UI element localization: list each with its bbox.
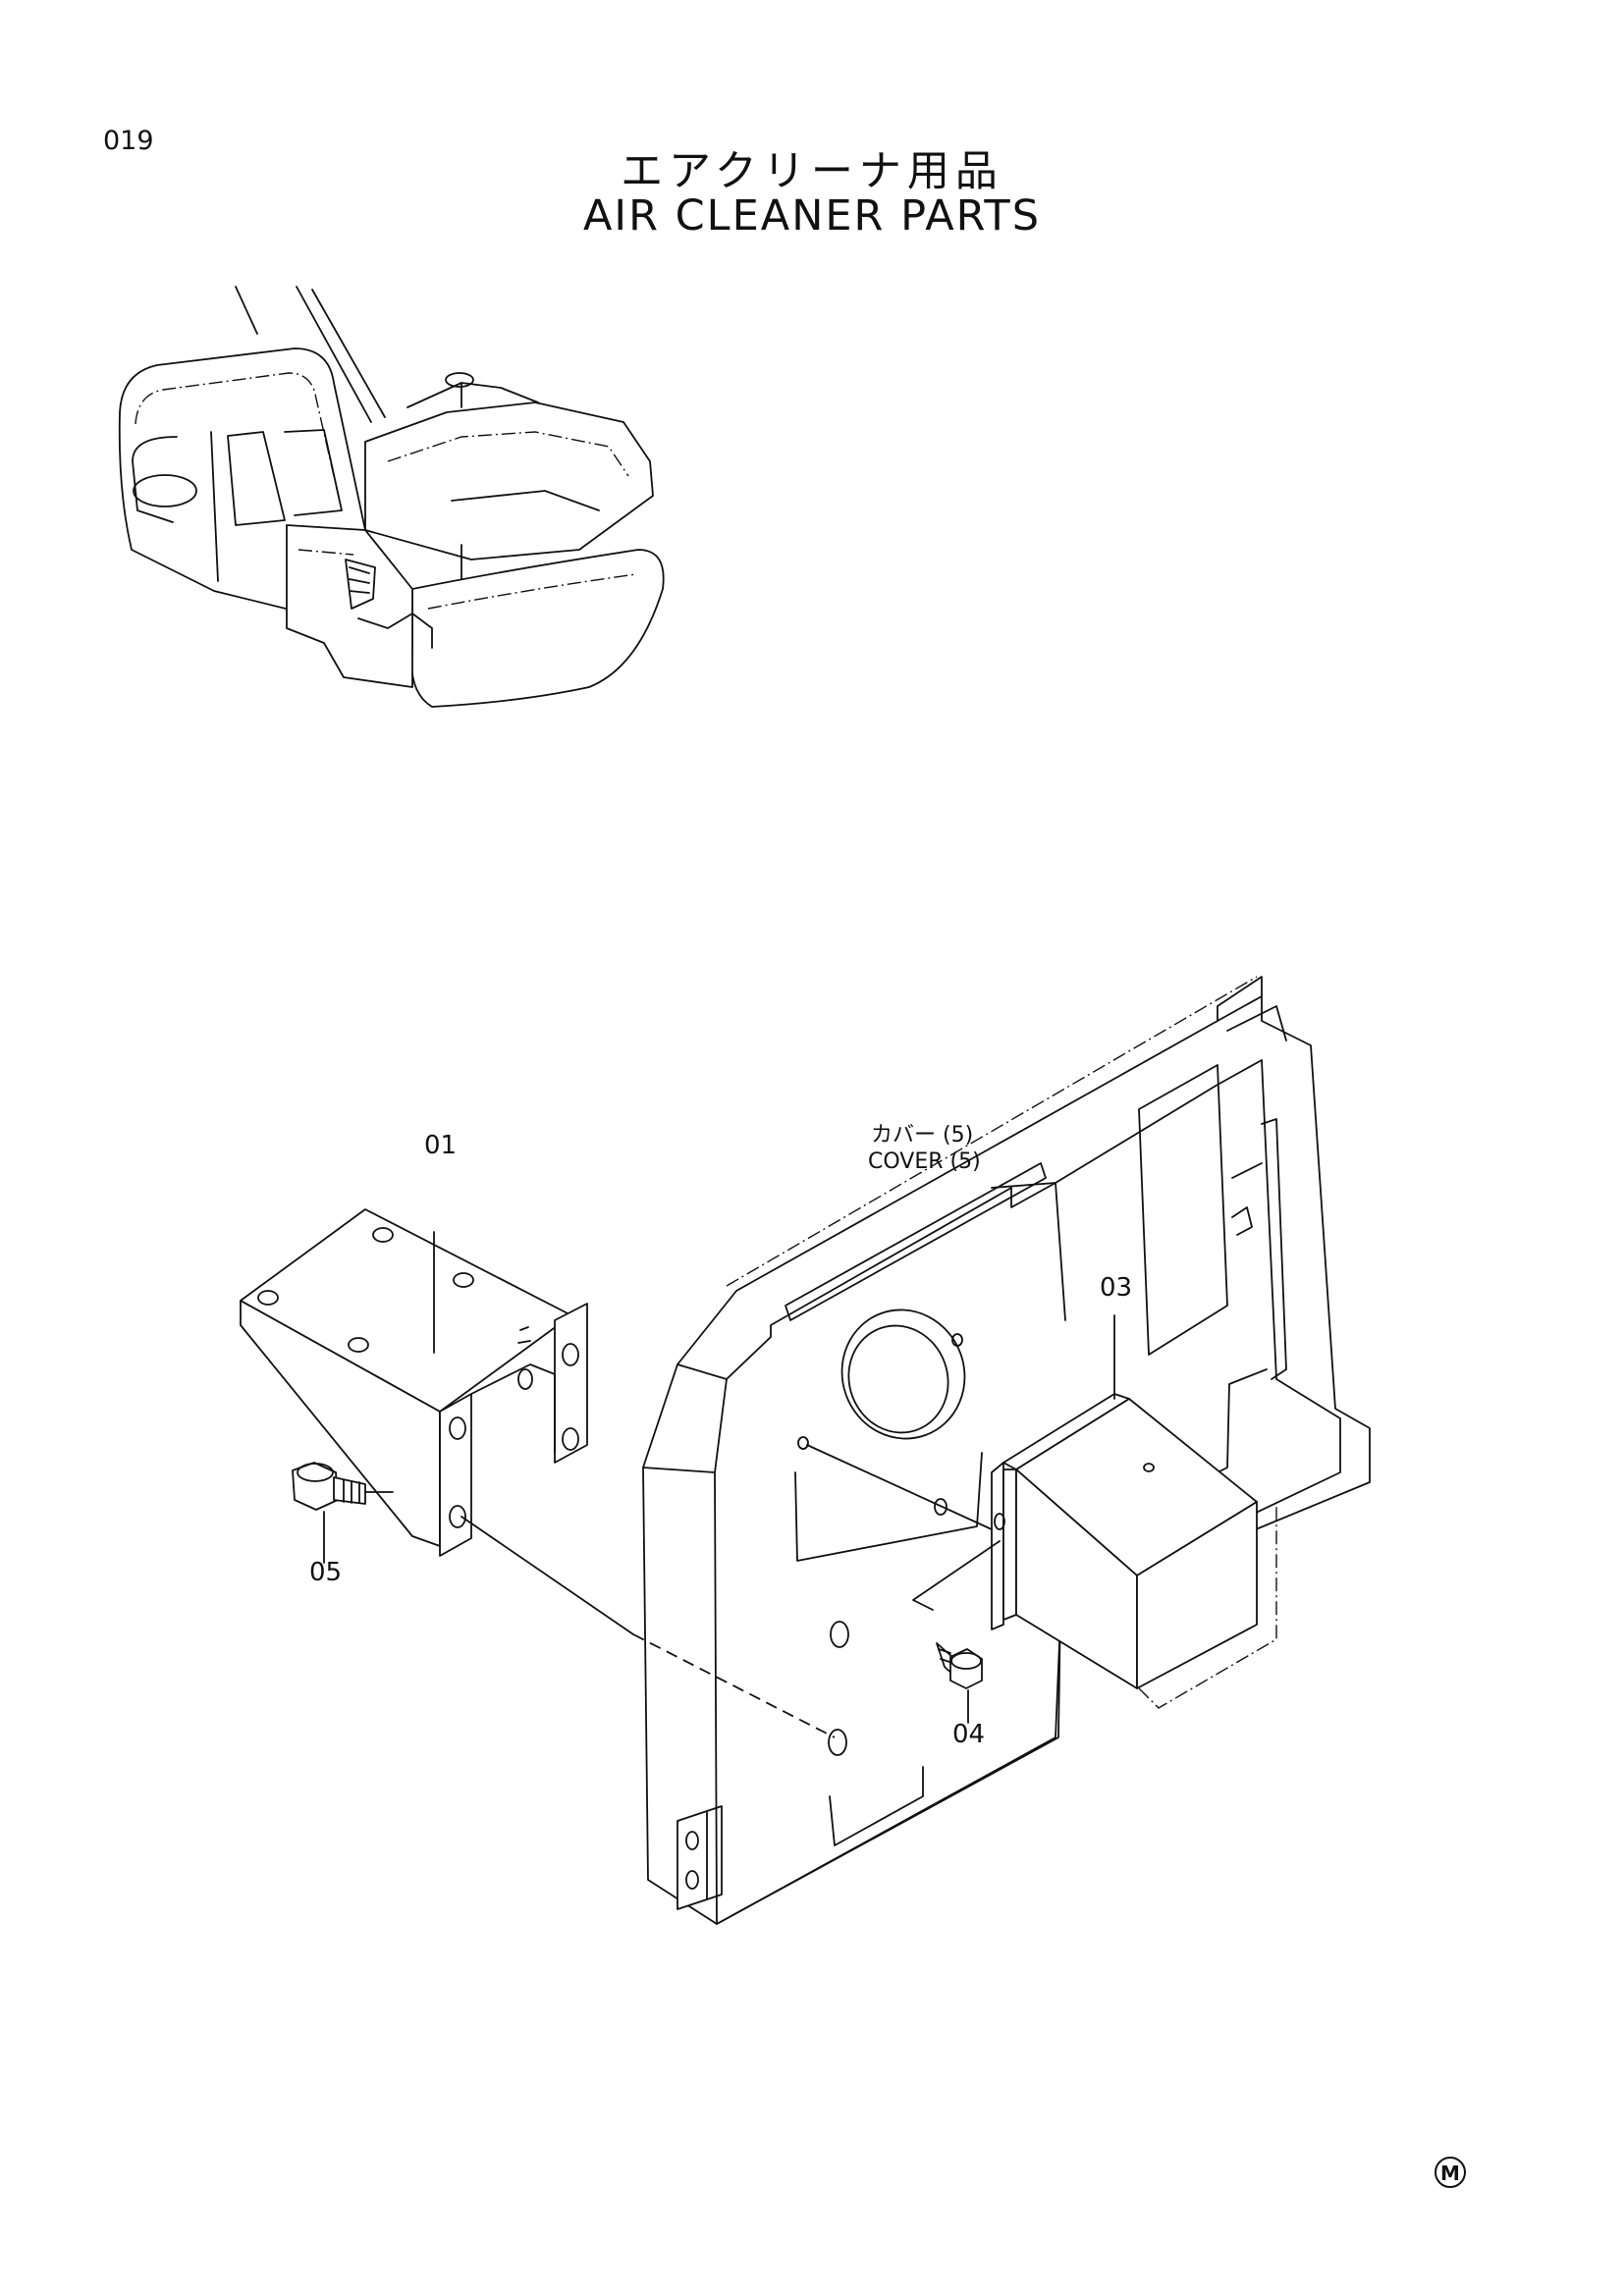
title-english: AIR CLEANER PARTS <box>583 191 1041 240</box>
bolt-04-drawing <box>936 1642 983 1689</box>
cover-reference-english: COVER (5) <box>868 1149 981 1174</box>
leader-lines <box>323 1231 1115 1738</box>
m-mark-letter: M <box>1440 2162 1460 2185</box>
bracket-01-drawing <box>240 1208 588 1557</box>
callout-05: 05 <box>309 1558 342 1587</box>
cover-reference-japanese: カバー (5) <box>871 1123 973 1148</box>
excavator-overview-drawing <box>118 286 665 708</box>
cover-panel-drawing <box>642 976 1371 1925</box>
callout-01: 01 <box>424 1131 457 1160</box>
bolt-05-drawing <box>292 1462 366 1511</box>
title-japanese: エアクリーナ用品 <box>621 147 1003 196</box>
callout-03: 03 <box>1100 1273 1132 1303</box>
air-cleaner-03-drawing <box>991 1393 1277 1709</box>
m-mark: M <box>1435 2157 1466 2188</box>
callout-04: 04 <box>952 1720 985 1749</box>
page-number: 019 <box>103 126 154 156</box>
